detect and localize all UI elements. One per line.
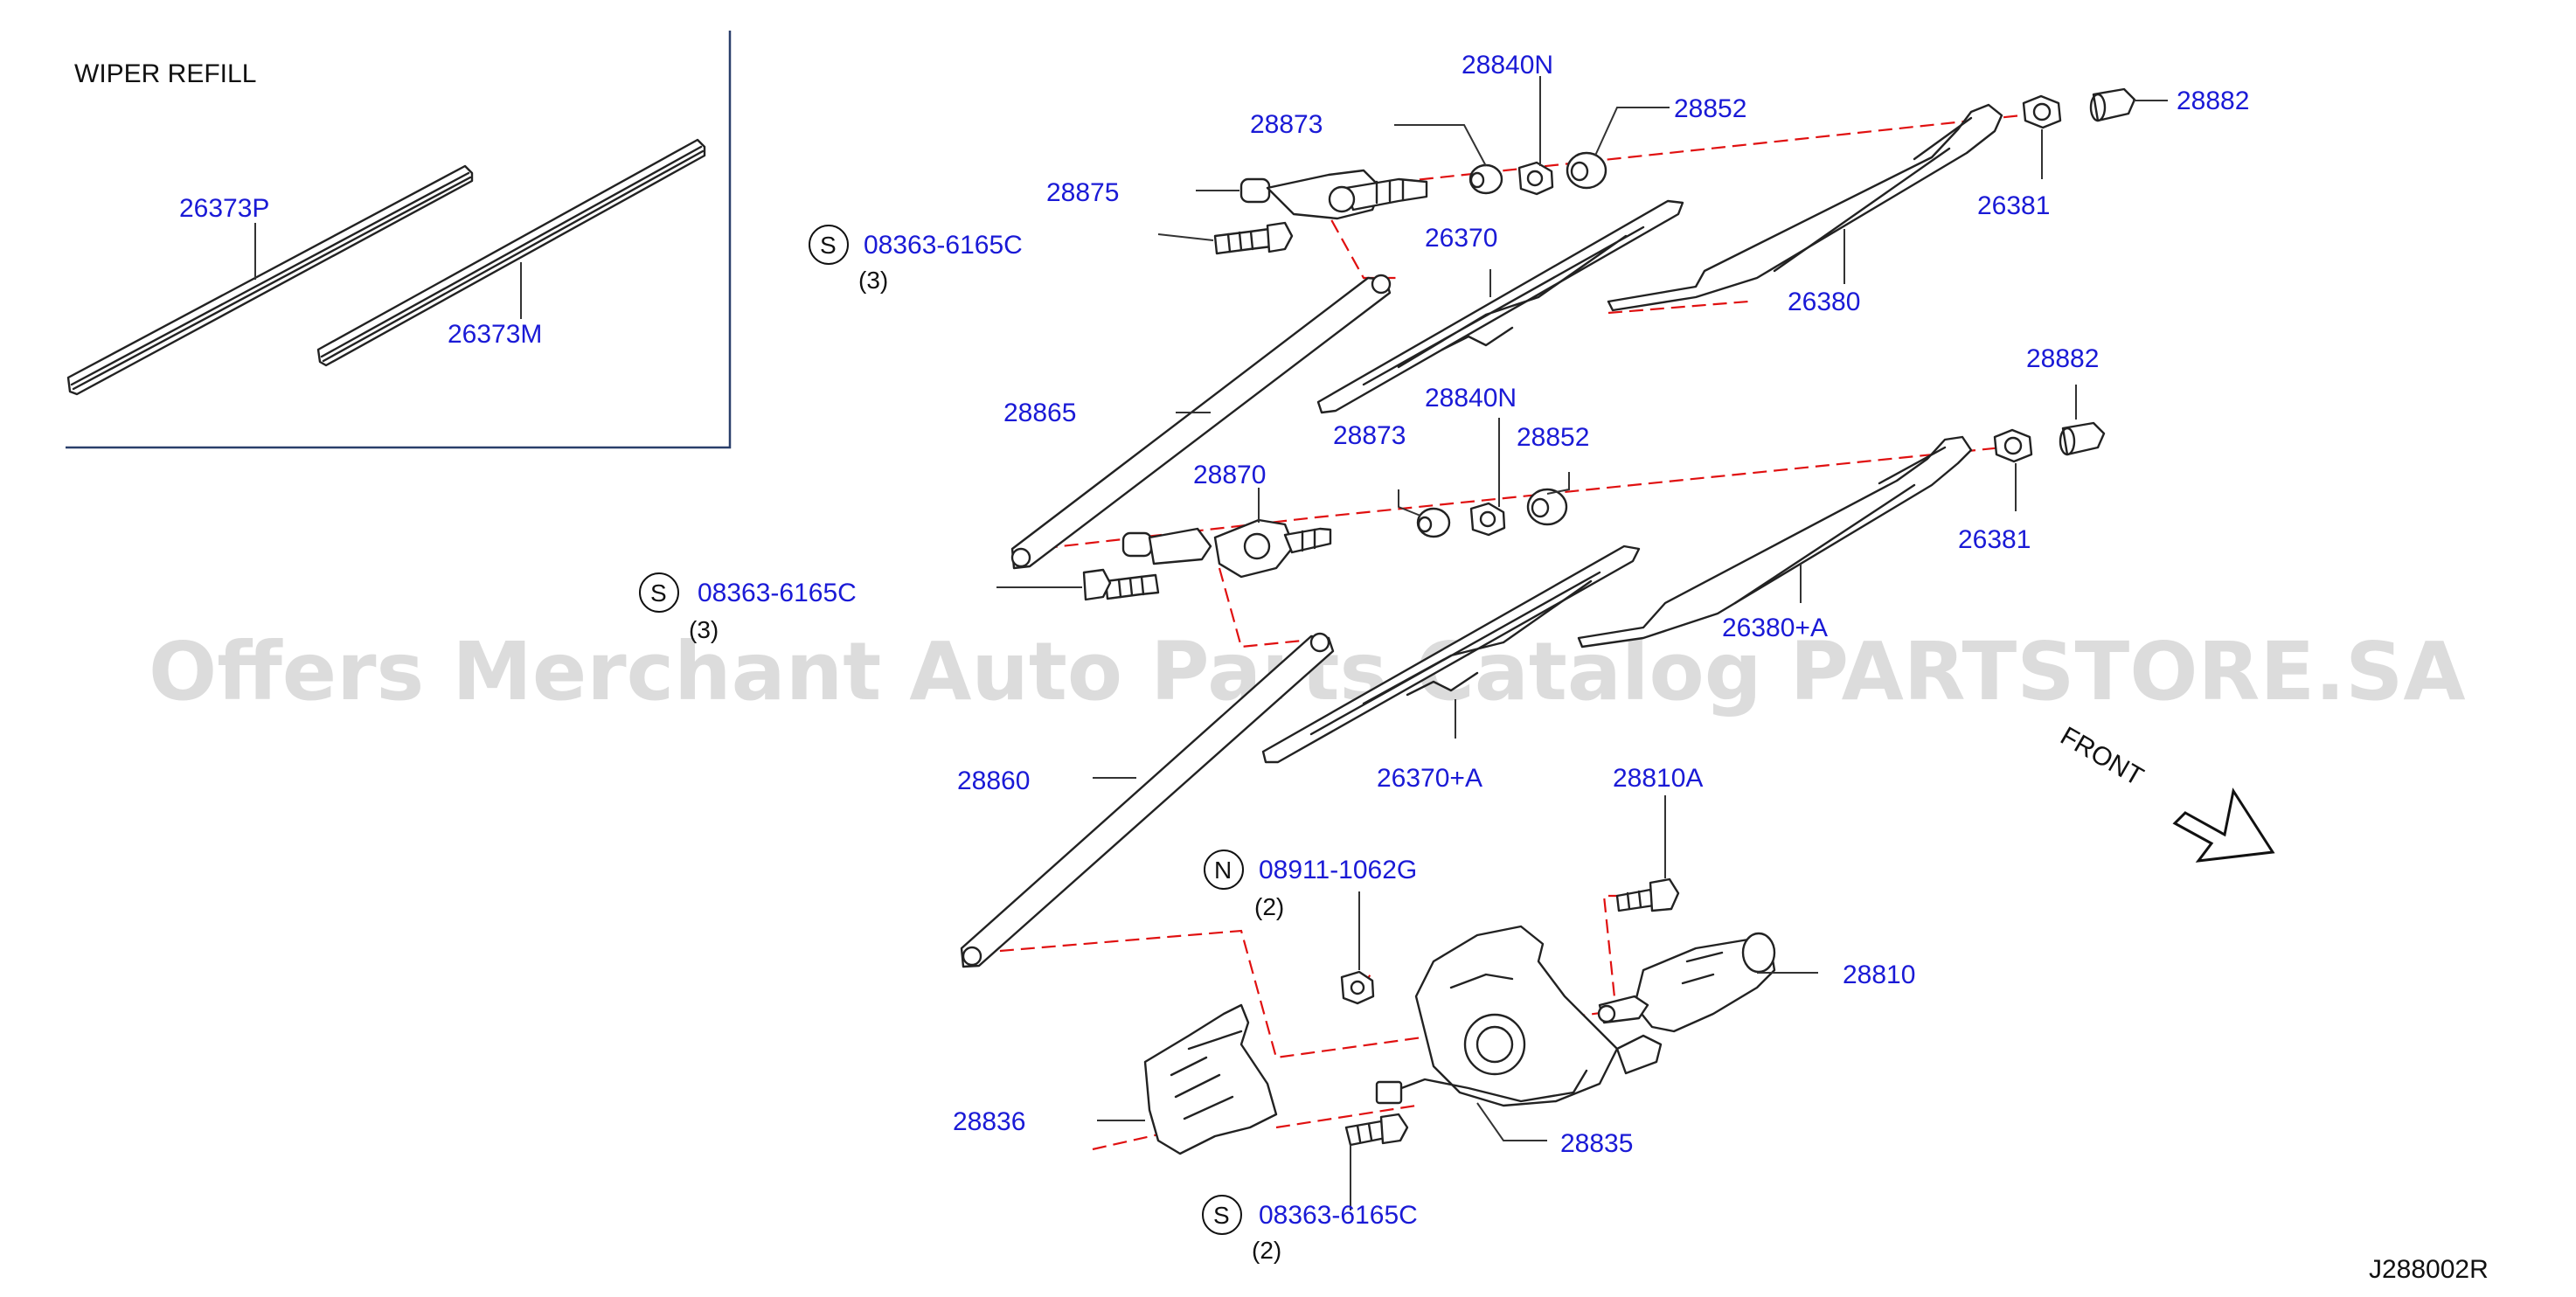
label-26381-top: 26381 [1977,191,2050,220]
label-28882-top: 28882 [2177,87,2249,115]
label-26370A: 26370+A [1377,764,1482,793]
label-28840N-top: 28840N [1462,51,1553,80]
label-28835: 28835 [1560,1129,1633,1158]
front-indicator: FRONT [2056,721,2275,863]
callout-s3: S 08363-6165C (2) [1202,1195,1418,1264]
leader-lines [996,76,2168,1210]
cap-28852-mid [1526,488,1568,526]
callout-s3-part: 08363-6165C [1259,1201,1418,1230]
label-28860: 28860 [957,766,1030,795]
nut-08911 [1340,970,1375,1005]
label-28836: 28836 [953,1107,1025,1136]
cap-28882-mid [2059,421,2106,456]
callout-n1-qty: (2) [1254,893,1284,920]
motor-assembly [1143,877,1776,1155]
nut-26381-top [2022,94,2062,129]
label-26373P: 26373P [179,194,269,223]
motor-bracket-28835 [1414,925,1619,1107]
bolt-mid [1082,568,1160,601]
label-28810A: 28810A [1613,764,1703,793]
inset-frame [66,31,732,449]
label-26380: 26380 [1788,288,1860,316]
bolt-bottom [1344,1113,1409,1147]
nut-28840N-mid [1469,502,1506,537]
label-28840N-mid: 28840N [1425,384,1517,413]
refill-blade-26373M [316,138,706,367]
svg-text:S: S [820,232,837,259]
pivot-28870 [1121,518,1332,579]
svg-text:S: S [1213,1202,1230,1229]
label-28875: 28875 [1046,178,1119,207]
cap-28882-top [2089,87,2136,122]
part-labels: 28840N 28873 28852 28882 28875 26381 263… [953,51,2249,1158]
label-28810: 28810 [1843,961,1915,989]
callout-s1: S 08363-6165C (3) [809,225,1023,294]
pivot-28875 [1239,169,1428,220]
label-28873-mid: 28873 [1333,421,1406,450]
link-rod-28860 [960,635,1335,968]
bushing-28873-top [1469,163,1503,195]
callout-n1-part: 08911-1062G [1259,856,1417,884]
lower-wiper-assembly [960,421,2106,968]
bolt-top [1213,221,1294,255]
wiper-motor-28810 [1633,938,1776,1033]
svg-text:S: S [650,579,667,607]
callout-s2: S 08363-6165C (3) [639,572,857,643]
label-26373M: 26373M [448,320,542,349]
label-28870: 28870 [1193,461,1266,489]
front-arrow-icon [2172,787,2275,863]
label-26381-mid: 26381 [1958,525,2031,554]
callout-n1: N 08911-1062G (2) [1204,850,1417,920]
upper-wiper-assembly [1010,87,2136,570]
diagram-code: J288002R [2369,1255,2489,1284]
callout-s1-part: 08363-6165C [864,231,1023,260]
nut-26381-mid [1993,428,2033,463]
callout-s2-part: 08363-6165C [698,579,857,607]
link-rod-28865 [1010,276,1392,570]
label-26370: 26370 [1425,224,1497,253]
cap-28852-top [1566,151,1607,190]
front-label: FRONT [2056,721,2149,791]
bolt-28810A [1615,877,1680,912]
bushing-28873-mid [1416,507,1451,538]
callout-s3-qty: (2) [1252,1237,1281,1264]
wiper-refill-inset: WIPER REFILL 26373P 26373M [66,31,732,449]
label-26380A: 26380+A [1722,614,1828,642]
refill-blade-26373P [66,164,474,396]
label-28852-top: 28852 [1674,94,1746,123]
label-28882-mid: 28882 [2026,344,2099,373]
nut-28840N-top [1517,161,1554,196]
callout-s2-qty: (3) [689,616,719,643]
callout-s1-qty: (3) [858,267,888,294]
label-28865: 28865 [1003,399,1076,427]
label-28873-top: 28873 [1250,110,1323,139]
label-28852-mid: 28852 [1517,423,1589,452]
inset-title: WIPER REFILL [74,59,256,88]
svg-text:N: N [1214,857,1232,884]
